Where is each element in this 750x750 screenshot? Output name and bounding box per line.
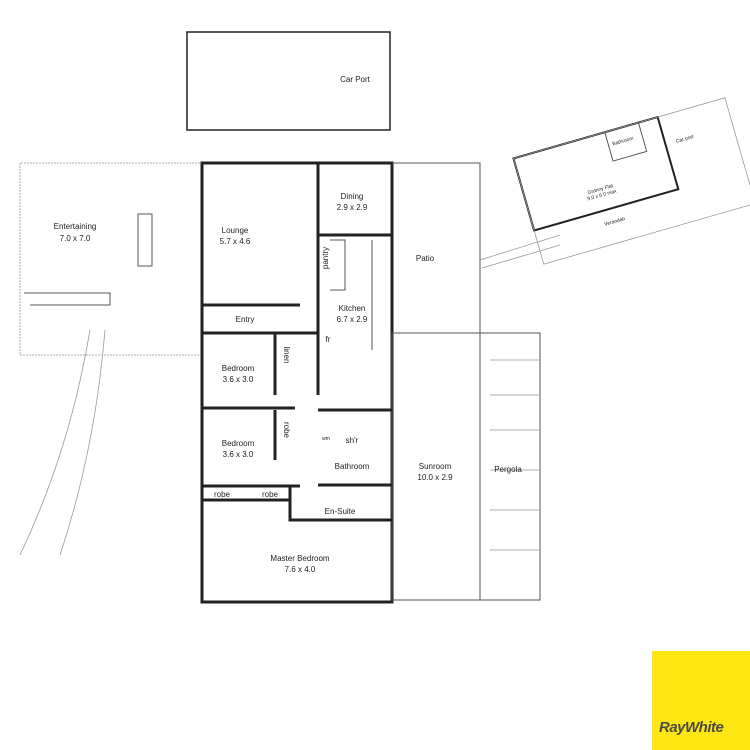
kitchen-label: Kitchen bbox=[339, 304, 366, 313]
driveway-curve bbox=[19, 329, 106, 556]
raywhite-logo: RayWhite bbox=[652, 651, 750, 750]
granny-flat-carport-label: Car port bbox=[675, 134, 695, 145]
entry-label: Entry bbox=[236, 315, 255, 324]
entertaining-size: 7.0 x 7.0 bbox=[60, 234, 91, 243]
granny-flat-bathroom-label: Bathroom bbox=[612, 136, 635, 148]
bedroom1-label: Bedroom bbox=[222, 364, 255, 373]
car-port-outline bbox=[186, 31, 391, 131]
pergola-slats bbox=[490, 359, 540, 551]
granny-flat: Bathroom Car port Granny Flat 9.0 x 6.0 … bbox=[512, 97, 750, 265]
dining-table-outdoor bbox=[137, 213, 153, 267]
lounge-size: 5.7 x 4.6 bbox=[220, 237, 251, 246]
robe-label: robe bbox=[282, 422, 291, 439]
bedroom2-size: 3.6 x 3.0 bbox=[223, 450, 254, 459]
car-port-label: Car Port bbox=[340, 75, 371, 84]
granny-flat-verandah-outline bbox=[512, 97, 750, 265]
robe-left-label: robe bbox=[214, 490, 231, 499]
verandah-label: Verandah bbox=[604, 216, 626, 228]
granny-flat-path bbox=[479, 234, 561, 269]
kitchen-size: 6.7 x 2.9 bbox=[337, 315, 368, 324]
entertaining-bench bbox=[24, 292, 111, 306]
entertaining-label: Entertaining bbox=[54, 222, 97, 231]
dining-label: Dining bbox=[341, 192, 364, 201]
patio-label: Patio bbox=[416, 254, 435, 263]
pergola-label: Pergola bbox=[494, 465, 522, 474]
dining-size: 2.9 x 2.9 bbox=[337, 203, 368, 212]
interior-walls bbox=[202, 163, 392, 522]
linen-label: linen bbox=[282, 347, 291, 364]
lounge-label: Lounge bbox=[222, 226, 249, 235]
logo-text: RayWhite bbox=[659, 719, 724, 736]
robe-right-label: robe bbox=[262, 490, 279, 499]
granny-flat-walls bbox=[512, 115, 680, 232]
bedroom2-label: Bedroom bbox=[222, 439, 255, 448]
entertaining-outline bbox=[19, 162, 200, 356]
kitchen-benches bbox=[330, 239, 373, 350]
ensuite-label: En-Suite bbox=[325, 507, 356, 516]
fridge-label: fr bbox=[326, 335, 331, 344]
sunroom-size: 10.0 x 2.9 bbox=[417, 473, 453, 482]
granny-flat-bathroom-walls bbox=[604, 122, 648, 162]
pantry-label: pantry bbox=[321, 247, 330, 269]
bathroom-label: Bathroom bbox=[335, 462, 370, 471]
shower-label: sh'r bbox=[346, 436, 359, 445]
washer-label: wm bbox=[322, 436, 330, 442]
patio-sunroom-pergola-outline bbox=[391, 162, 541, 601]
master-label: Master Bedroom bbox=[270, 554, 329, 563]
master-size: 7.6 x 4.0 bbox=[285, 565, 316, 574]
bedroom1-size: 3.6 x 3.0 bbox=[223, 375, 254, 384]
sunroom-label: Sunroom bbox=[419, 462, 452, 471]
